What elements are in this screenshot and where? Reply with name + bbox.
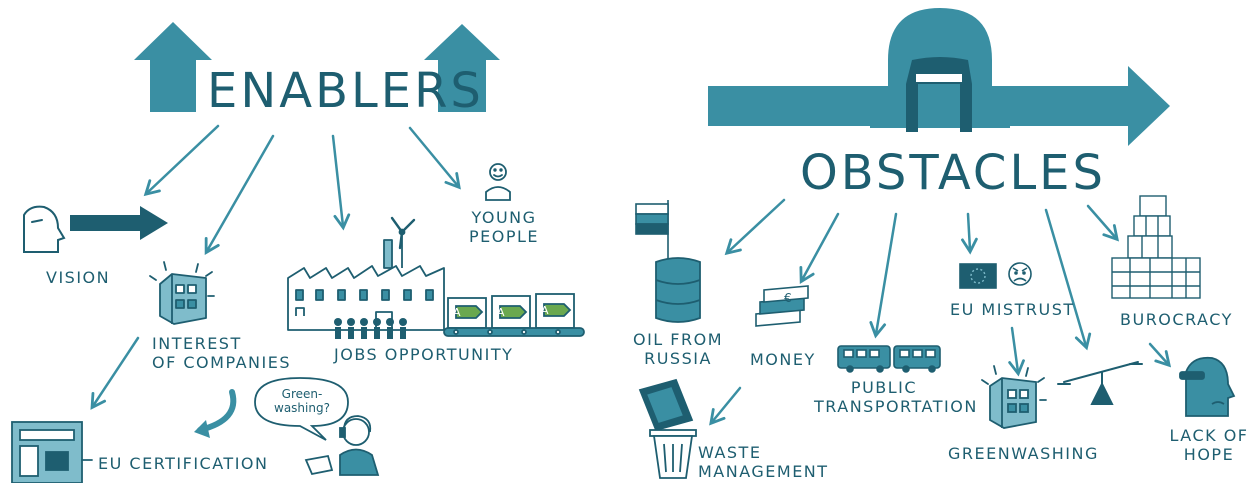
arrow-to-money xyxy=(799,212,840,285)
arrow-to-transport xyxy=(869,212,898,339)
burocracy-stack-icon xyxy=(1111,195,1201,299)
interest-line-2: OF COMPANIES xyxy=(152,353,291,372)
transport-line-1: PUBLIC xyxy=(850,378,918,397)
bubble-line-2: washing? xyxy=(274,401,330,415)
waste-line-2: MANAGEMENT xyxy=(698,462,829,481)
trash-can-icon xyxy=(638,378,697,479)
young-person-icon xyxy=(485,163,511,201)
conveyor-boxes-icon xyxy=(443,293,585,337)
eu-flag-icon xyxy=(959,263,997,289)
up-arrow-left-icon xyxy=(134,22,212,112)
arrow-to-waste xyxy=(709,386,742,426)
young-people-label: YOUNG PEOPLE xyxy=(460,208,548,246)
hope-line-1: LACK OF xyxy=(1169,426,1249,445)
lack-of-hope-label: LACK OF HOPE xyxy=(1166,426,1252,464)
gate-sign xyxy=(916,74,962,82)
vision-head-icon xyxy=(23,205,66,253)
young-people-line-1: YOUNG xyxy=(471,208,537,227)
arrow-to-eu-mistrust xyxy=(961,212,978,255)
transport-line-2: TRANSPORTATION xyxy=(814,397,978,416)
arrow-to-vision xyxy=(143,124,220,197)
energy-label-3: A xyxy=(541,304,549,317)
public-transportation-label: PUBLIC TRANSPORTATION xyxy=(814,378,978,416)
waste-management-label: WASTE MANAGEMENT xyxy=(698,443,829,481)
person-headset-icon xyxy=(304,415,380,476)
hope-line-2: HOPE xyxy=(1183,445,1235,464)
arrow-to-jobs xyxy=(331,134,351,231)
russian-flag-icon xyxy=(635,200,669,262)
factory-icon xyxy=(287,216,445,331)
speech-bubble-text: Green- washing? xyxy=(262,387,342,415)
vision-arrow-icon xyxy=(70,206,168,240)
greenwashing-label: GREENWASHING xyxy=(948,444,1099,463)
up-arrow-right-icon xyxy=(424,24,500,112)
eu-certification-label: EU CERTIFICATION xyxy=(98,454,269,473)
company-building-icon xyxy=(149,261,215,325)
interest-line-1: INTEREST xyxy=(152,334,242,353)
enablers-title: ENABLERS xyxy=(207,63,484,119)
bubble-line-1: Green- xyxy=(281,387,323,401)
angry-face-icon xyxy=(1008,262,1032,286)
energy-label-1: A xyxy=(453,306,461,319)
arrow-to-scale xyxy=(1044,208,1092,351)
obstacles-title: OBSTACLES xyxy=(800,145,1106,201)
greenwashing-speech-bubble xyxy=(254,377,349,441)
euro-symbol: € xyxy=(784,291,792,305)
young-people-line-2: PEOPLE xyxy=(468,227,540,246)
arrow-to-interest xyxy=(204,134,275,255)
buses-icon xyxy=(837,345,941,373)
vision-label: VISION xyxy=(46,268,111,287)
arrow-to-greenwashing xyxy=(1008,326,1025,377)
oil-line-2: RUSSIA xyxy=(644,349,712,368)
oil-line-1: OIL FROM xyxy=(632,330,724,349)
money-stack-icon xyxy=(755,285,809,327)
greenwashing-building-icon xyxy=(981,365,1047,429)
waste-line-1: WASTE xyxy=(698,443,762,462)
arrow-to-young-people xyxy=(408,126,461,190)
oil-barrel-icon xyxy=(655,257,701,323)
arrow-to-burocracy xyxy=(1086,204,1120,242)
arrow-to-oil xyxy=(724,198,786,256)
interest-of-companies-label: INTEREST OF COMPANIES xyxy=(152,334,291,372)
arrow-to-lack-of-hope xyxy=(1148,342,1172,368)
money-label: MONEY xyxy=(750,350,816,369)
oil-from-russia-label: OIL FROM RUSSIA xyxy=(630,330,726,368)
burocracy-label: BUROCRACY xyxy=(1120,310,1233,329)
eu-mistrust-label: EU MISTRUST xyxy=(950,300,1075,319)
certification-machine-icon xyxy=(11,421,93,483)
workers-icon xyxy=(334,318,407,339)
arrow-to-certification xyxy=(90,336,140,410)
energy-label-2: A xyxy=(497,306,505,319)
scale-icon xyxy=(1057,361,1143,405)
sad-head-icon xyxy=(1179,356,1236,417)
jobs-opportunity-label: JOBS OPPORTUNITY xyxy=(334,345,514,364)
